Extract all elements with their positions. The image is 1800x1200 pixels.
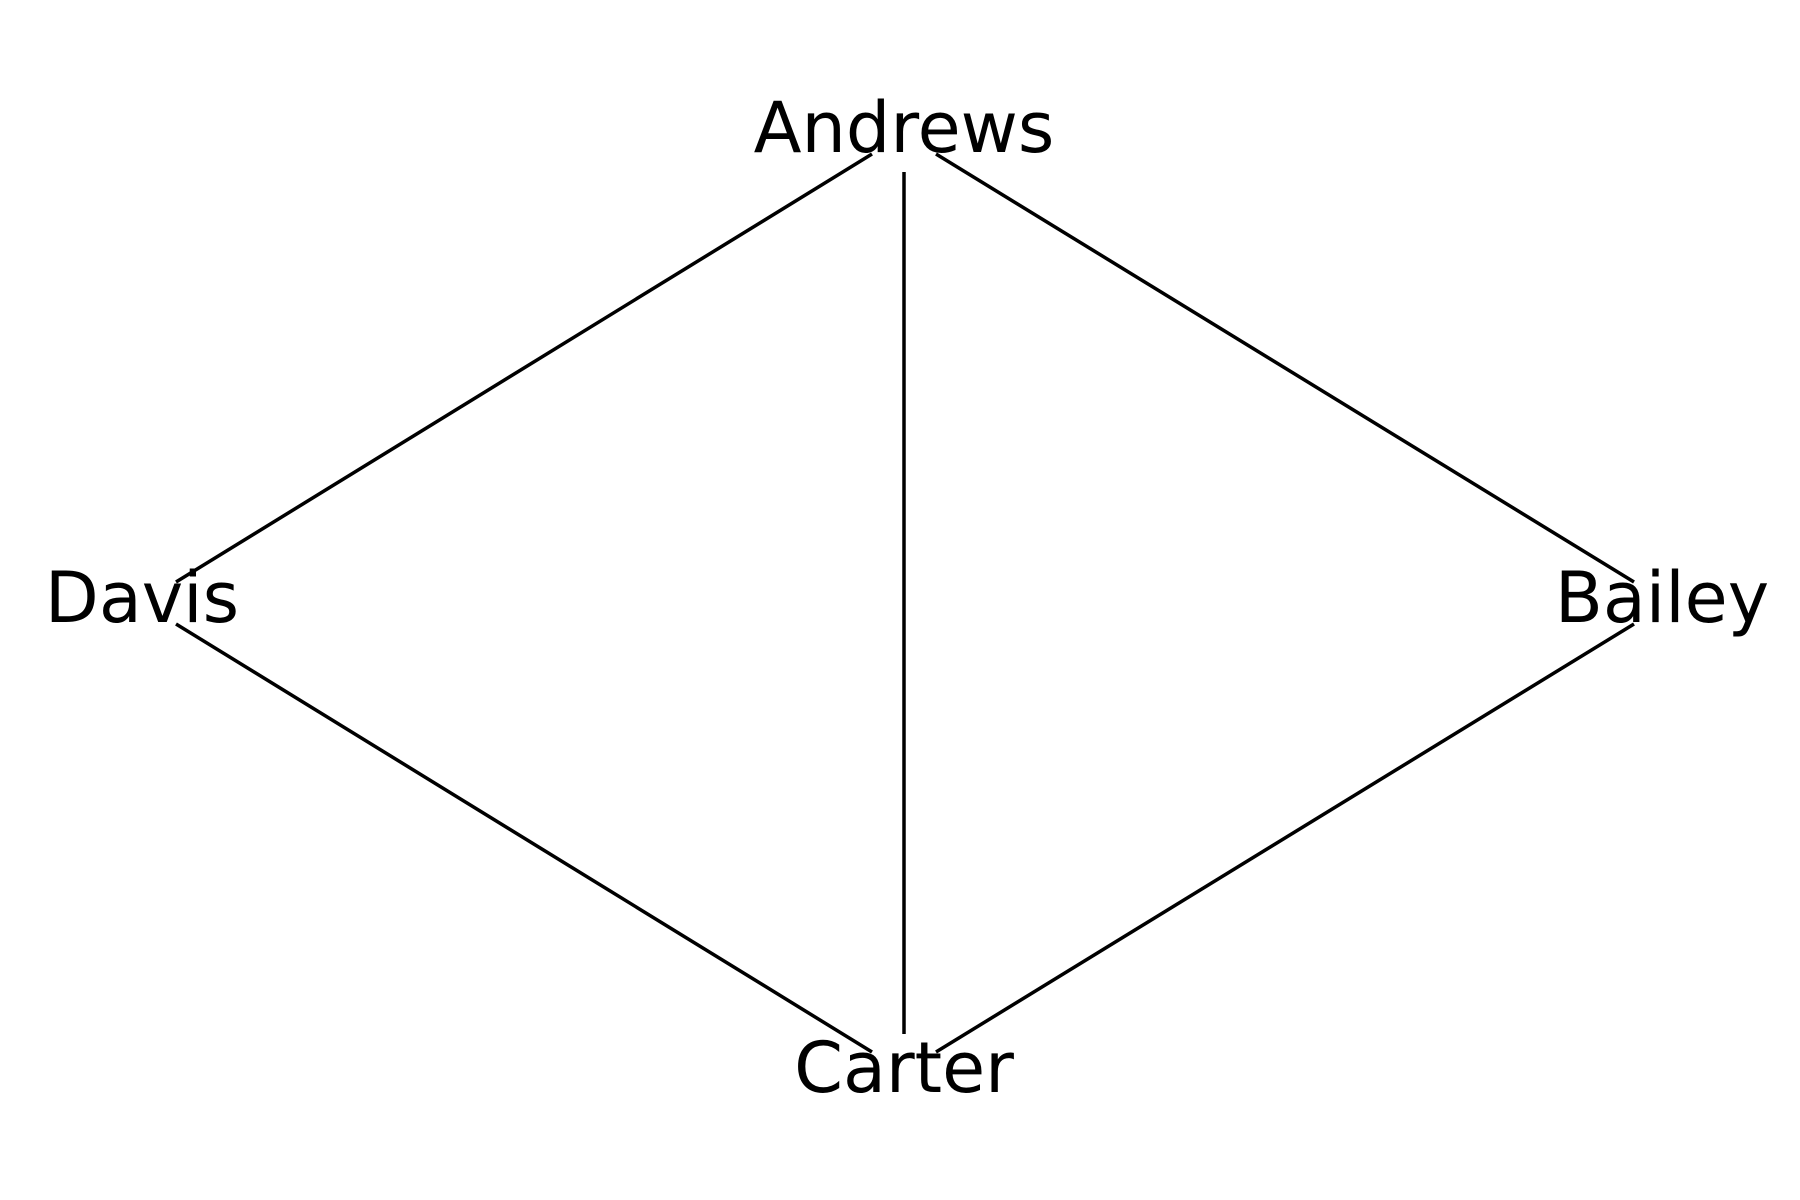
edge-andrews-davis: [175, 152, 873, 584]
labels-layer: Andrews Bailey Carter Davis: [45, 87, 1769, 1109]
node-label-davis: Davis: [45, 557, 239, 639]
edge-bailey-carter: [935, 622, 1635, 1054]
node-label-bailey: Bailey: [1555, 557, 1769, 639]
node-label-carter: Carter: [794, 1027, 1014, 1109]
edges-layer: [175, 152, 1635, 1054]
edge-davis-carter: [175, 622, 873, 1054]
node-label-andrews: Andrews: [754, 87, 1055, 169]
edge-andrews-bailey: [935, 152, 1635, 584]
